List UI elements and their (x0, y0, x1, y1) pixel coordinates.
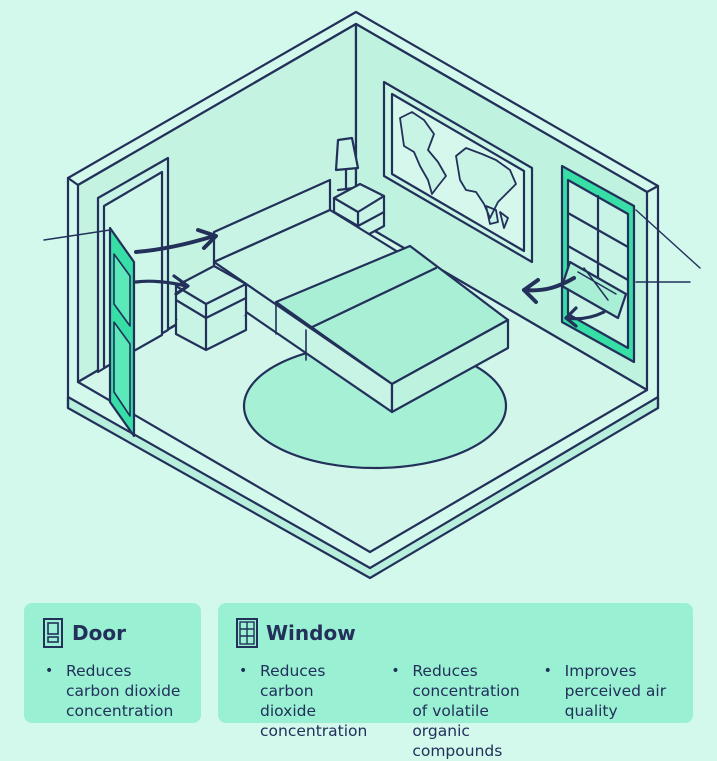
bullet-icon: • (543, 663, 552, 679)
lamp-shade (334, 136, 360, 172)
door-benefit-item: • Reduces carbon dioxide concentration (45, 662, 181, 720)
window-benefit-item: • Reduces carbon dioxide concentration (239, 662, 368, 740)
door-card-header: Door (42, 615, 183, 651)
airflow-arrow-door-bottom (134, 279, 188, 288)
window-icon (236, 618, 258, 648)
bullet-icon: • (239, 663, 248, 679)
window-card-title: Window (266, 621, 356, 645)
bullet-icon: • (391, 663, 400, 679)
window-card: Window • Reduces carbon dioxide concentr… (218, 603, 693, 760)
door-card: Door • Reduces carbon dioxide concentrat… (24, 603, 201, 723)
window-benefit-item: • Improves perceived air quality (543, 662, 667, 720)
airflow-arrow-door-top (134, 234, 216, 254)
window-card-header: Window (236, 615, 675, 651)
door-benefit-list: • Reduces carbon dioxide concentration (42, 661, 183, 721)
airflow-arrow-window-bottom (564, 310, 606, 321)
room-illustration (43, 10, 701, 580)
airflow-arrow-window-top (522, 276, 576, 293)
window-benefit-item: • Reduces concentration of volatile orga… (391, 662, 520, 760)
window-sash-open (560, 260, 628, 320)
bullet-icon: • (45, 663, 54, 679)
door-icon (43, 618, 63, 648)
window-benefit-list: • Reduces carbon dioxide concentration •… (236, 661, 675, 761)
map-continents (399, 111, 517, 229)
door-card-title: Door (72, 621, 126, 645)
